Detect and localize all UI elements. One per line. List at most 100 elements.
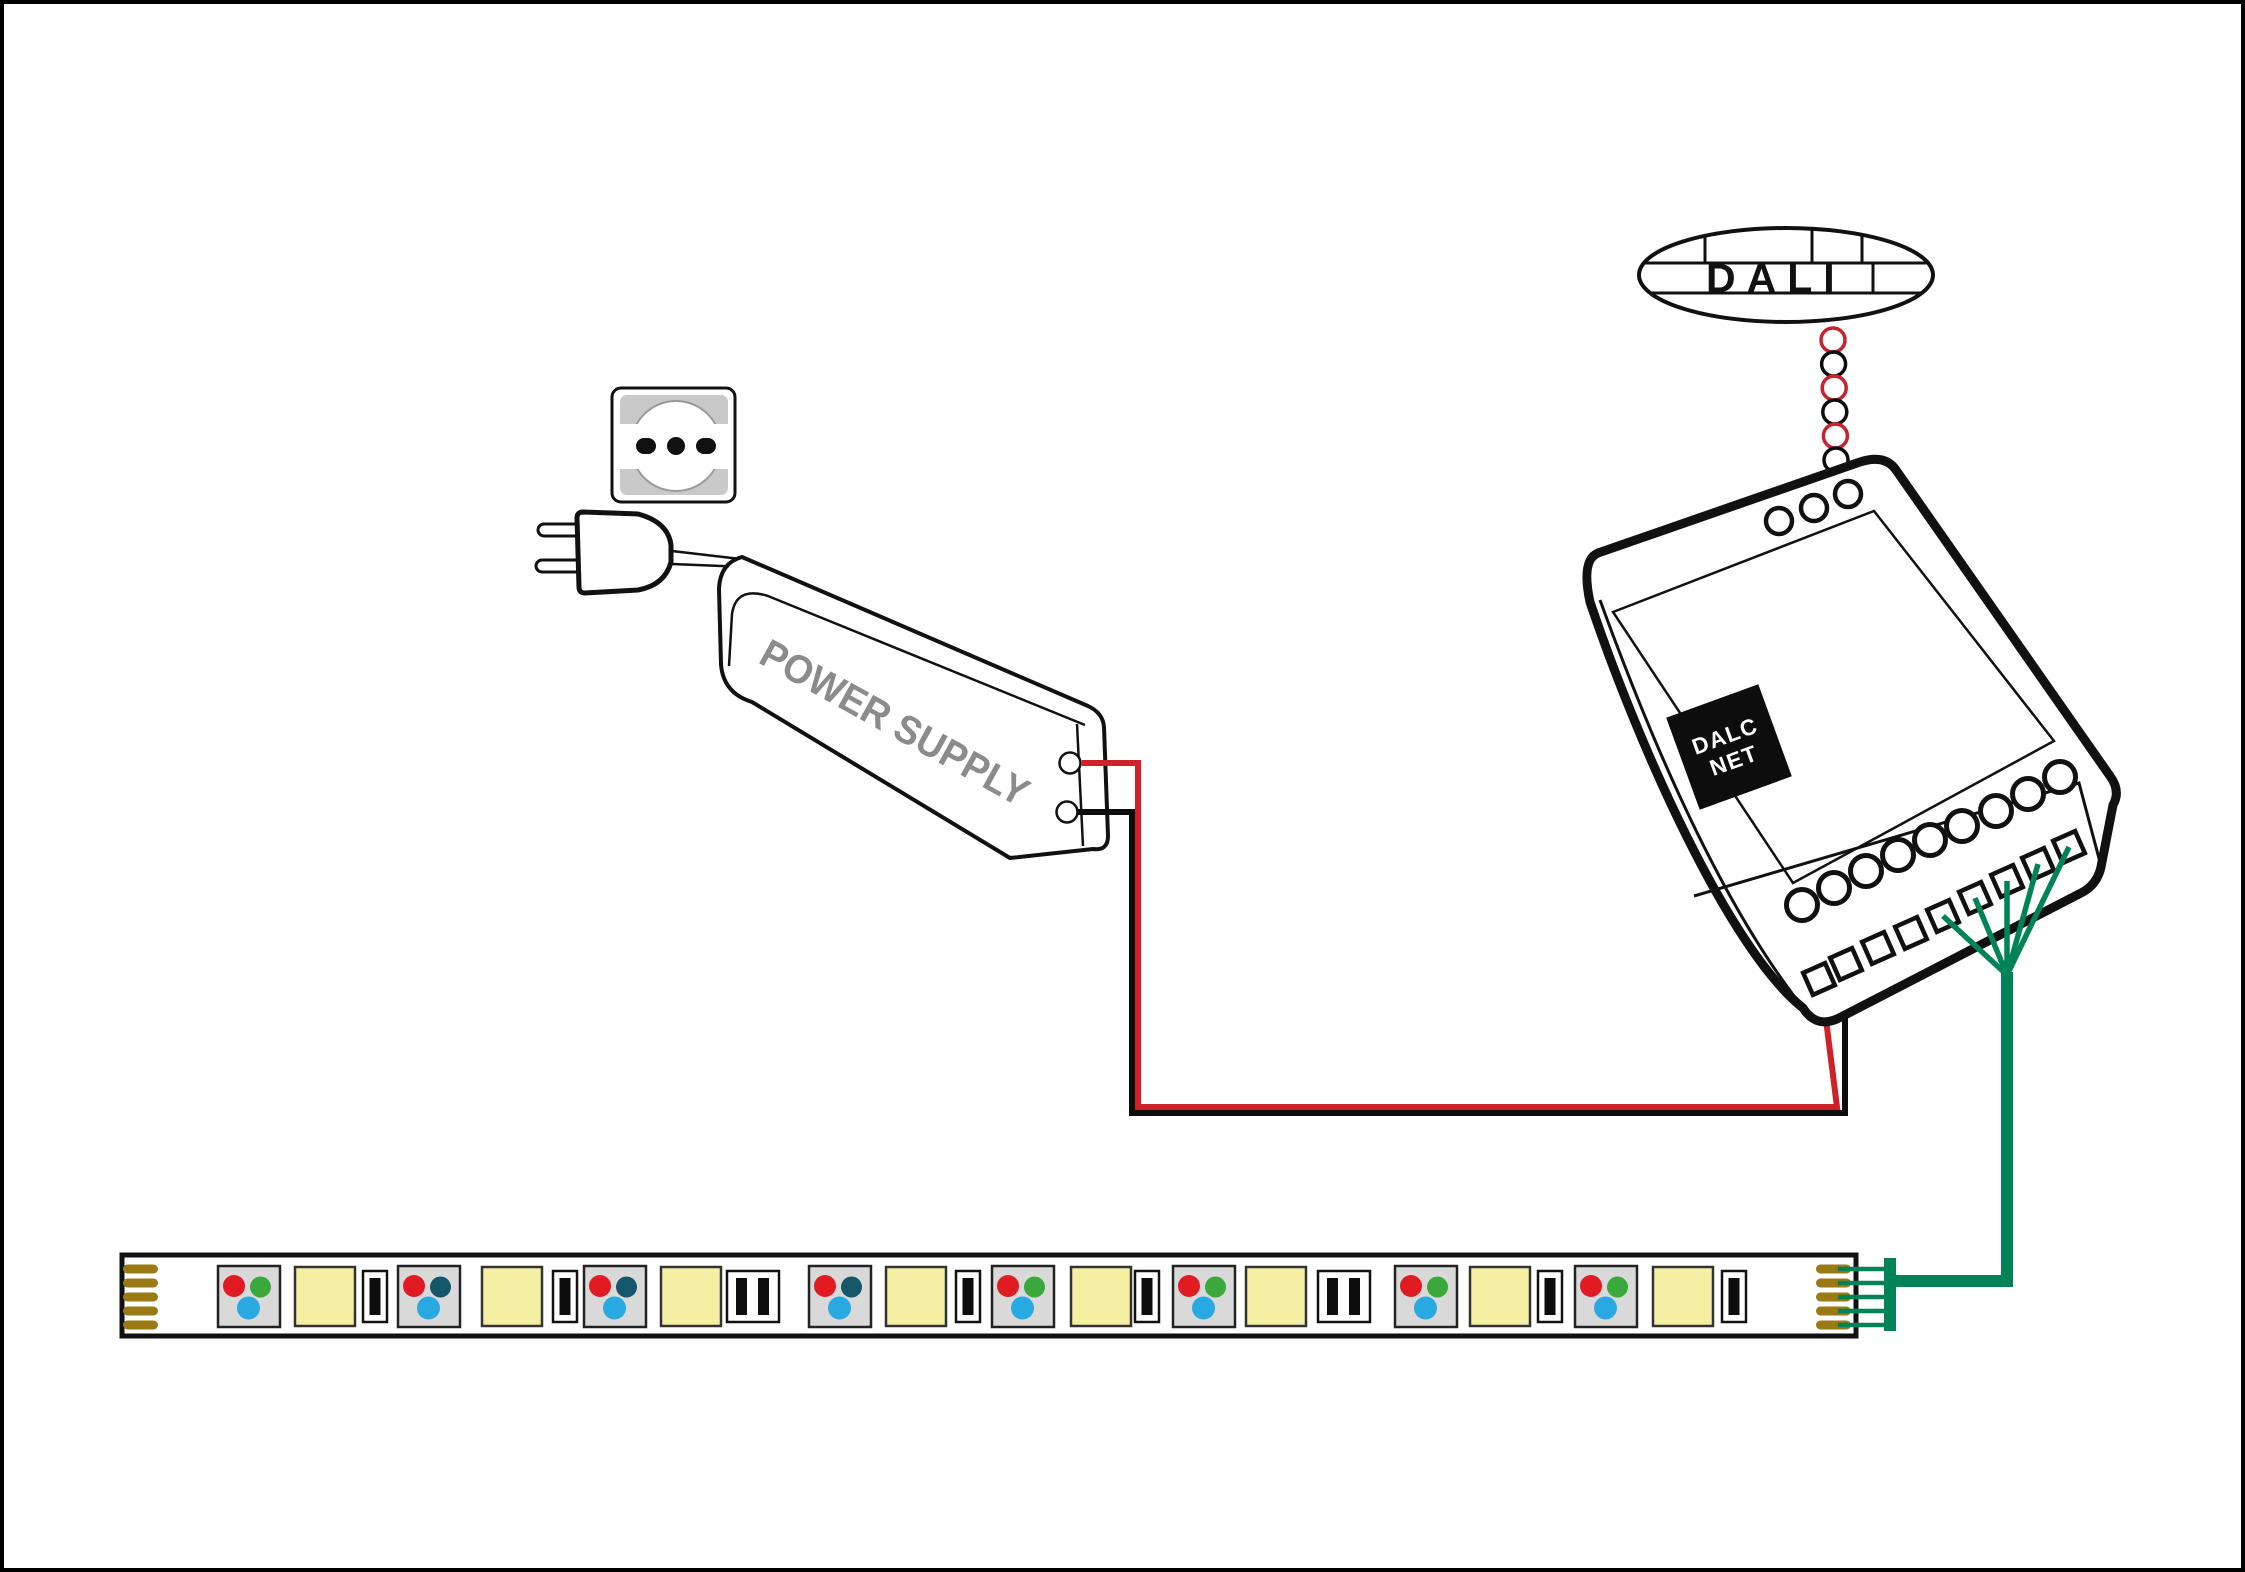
white-led-icon bbox=[1244, 1265, 1308, 1328]
red-chip-icon bbox=[403, 1275, 425, 1297]
rgb-led-icon bbox=[1573, 1264, 1639, 1329]
red-chip-icon bbox=[997, 1275, 1019, 1297]
terminal-block bbox=[1827, 945, 1865, 983]
rgb-led-icon-alt bbox=[582, 1264, 648, 1329]
dalcnet-label-plate bbox=[1666, 684, 1792, 810]
double-resistor-icon bbox=[1316, 1269, 1372, 1324]
white-led-icon bbox=[480, 1265, 544, 1328]
output-wire-main bbox=[1884, 972, 2013, 1331]
power-plug-icon bbox=[534, 509, 750, 596]
resistor-band bbox=[1327, 1278, 1338, 1315]
resistor-band bbox=[559, 1278, 571, 1315]
resistor-band bbox=[1728, 1278, 1740, 1315]
output-wire bbox=[1941, 913, 2009, 978]
resistor-base bbox=[725, 1269, 781, 1324]
wall-socket-icon bbox=[610, 386, 737, 504]
green-chip-icon bbox=[1427, 1276, 1448, 1298]
output-hole bbox=[1912, 822, 1948, 858]
blue-chip-icon bbox=[1414, 1296, 1437, 1320]
controller-output-holes bbox=[1784, 759, 2078, 923]
resistor-base bbox=[1316, 1269, 1372, 1324]
blue-chip-icon bbox=[1011, 1296, 1034, 1320]
rgb-led-icon-alt bbox=[807, 1264, 873, 1329]
white-led-icon bbox=[1651, 1265, 1715, 1328]
terminal-block bbox=[1892, 914, 1930, 952]
resistor-band bbox=[1349, 1278, 1360, 1315]
blue-chip-icon bbox=[603, 1296, 626, 1320]
output-wire-taps bbox=[1838, 1266, 1886, 1328]
rgb-led-base bbox=[1573, 1264, 1639, 1329]
green-chip-icon bbox=[616, 1276, 637, 1298]
red-chip-icon bbox=[589, 1275, 611, 1297]
terminal-block bbox=[1800, 960, 1838, 998]
output-hole bbox=[1848, 853, 1884, 889]
output-wire bbox=[2004, 845, 2072, 977]
socket-hole-left bbox=[636, 438, 656, 454]
red-chip-icon bbox=[814, 1275, 836, 1297]
output-hole bbox=[2010, 776, 2046, 812]
dali-label: DALI bbox=[1706, 255, 1846, 301]
blue-chip-icon bbox=[417, 1296, 440, 1320]
dali-ellipse bbox=[1637, 226, 1935, 324]
rgb-led-icon bbox=[990, 1264, 1056, 1329]
white-led-icon bbox=[1069, 1265, 1133, 1328]
resistor-icon bbox=[1536, 1269, 1564, 1324]
dali-input-hole bbox=[1798, 492, 1830, 524]
resistor-band bbox=[369, 1278, 381, 1315]
red-chip-icon bbox=[223, 1275, 245, 1297]
led-strip-components bbox=[216, 1264, 1748, 1329]
red-chip-icon bbox=[1580, 1275, 1602, 1297]
resistor-icon bbox=[1720, 1269, 1748, 1324]
rgb-led-icon bbox=[1171, 1264, 1237, 1329]
output-hole bbox=[1944, 808, 1980, 844]
white-led-icon bbox=[884, 1265, 948, 1328]
power-supply-crease bbox=[727, 592, 1086, 727]
socket-hole-right bbox=[696, 438, 716, 454]
output-wire bbox=[2004, 863, 2041, 976]
output-wire-fan bbox=[1941, 845, 2072, 978]
power-supply-endcap-line bbox=[1075, 723, 1085, 847]
output-wire bbox=[1972, 896, 2010, 977]
resistor-icon bbox=[1133, 1269, 1161, 1324]
output-hole bbox=[1816, 870, 1852, 906]
dc-negative-wire bbox=[1078, 809, 1848, 1116]
controller-body bbox=[1582, 454, 2121, 1027]
solder-pad bbox=[123, 1264, 158, 1274]
controller-dali-input-holes bbox=[1763, 478, 1864, 537]
dc-positive-wire bbox=[1082, 760, 1841, 1110]
solder-pads-left bbox=[123, 1264, 158, 1330]
white-led-icon bbox=[659, 1265, 723, 1328]
rgb-led-icon-alt bbox=[396, 1264, 462, 1329]
blue-chip-icon bbox=[828, 1296, 851, 1320]
resistor-band bbox=[736, 1278, 747, 1315]
power-supply-body bbox=[717, 555, 1110, 860]
resistor-icon bbox=[551, 1269, 579, 1324]
white-led-icon bbox=[293, 1265, 357, 1328]
output-hole bbox=[1784, 887, 1820, 923]
controller-side-crease bbox=[1598, 599, 1796, 997]
blue-chip-icon bbox=[1192, 1296, 1215, 1320]
red-chip-icon bbox=[1178, 1275, 1200, 1297]
output-hole bbox=[1978, 793, 2014, 829]
power-supply-output-hole-negative bbox=[1055, 800, 1079, 824]
red-chip-icon bbox=[1400, 1275, 1422, 1297]
green-chip-icon bbox=[841, 1276, 862, 1298]
blue-chip-icon bbox=[1594, 1296, 1617, 1320]
green-chip-icon bbox=[1607, 1276, 1628, 1298]
green-chip-icon bbox=[1205, 1276, 1226, 1298]
output-hole bbox=[2042, 759, 2078, 795]
solder-pad bbox=[123, 1292, 158, 1302]
green-chip-icon bbox=[250, 1276, 271, 1298]
solder-pad bbox=[123, 1320, 158, 1330]
white-led-icon bbox=[1468, 1265, 1532, 1328]
controller-face-crease bbox=[1693, 781, 2103, 898]
led-strip bbox=[119, 1252, 1859, 1339]
blue-chip-icon bbox=[237, 1296, 260, 1320]
resistor-band bbox=[1544, 1278, 1556, 1315]
power-supply-output-hole-positive bbox=[1058, 751, 1082, 775]
dali-logo: DALI bbox=[1637, 226, 1935, 324]
dali-input-hole bbox=[1763, 505, 1795, 537]
output-hole bbox=[1880, 837, 1916, 873]
